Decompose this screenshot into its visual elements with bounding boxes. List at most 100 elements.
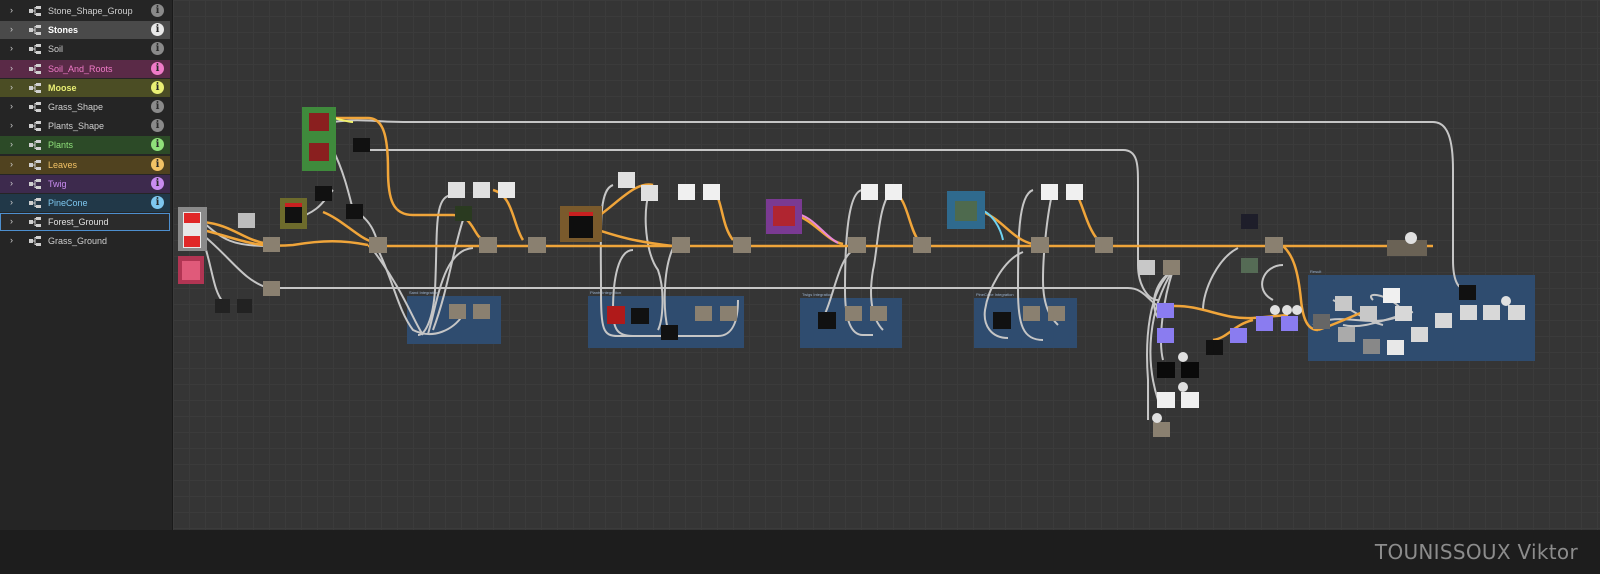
node-levels[interactable] <box>455 206 472 221</box>
node-blend[interactable] <box>1031 237 1049 253</box>
node-purple[interactable] <box>1157 303 1174 318</box>
node-mask[interactable] <box>1483 305 1500 320</box>
node-noise[interactable] <box>237 299 252 313</box>
node-leaves-input[interactable] <box>569 212 593 238</box>
output-port-icon[interactable] <box>1178 352 1188 362</box>
node-dark[interactable] <box>1459 285 1476 300</box>
node-dark[interactable] <box>1241 214 1258 229</box>
info-icon[interactable]: i <box>151 119 164 133</box>
node-mask[interactable] <box>861 184 878 200</box>
info-icon[interactable]: i <box>151 157 164 171</box>
frame-twigs-integration[interactable] <box>800 298 902 348</box>
node-mask[interactable] <box>618 172 635 188</box>
node-blend[interactable] <box>479 237 497 253</box>
node-blend[interactable] <box>369 237 387 253</box>
chevron-right-icon[interactable]: › <box>10 235 13 246</box>
output-port-icon[interactable] <box>1282 305 1292 315</box>
graph-item-forest-ground[interactable]: ›Forest_Ground <box>0 213 170 232</box>
node-blend[interactable] <box>1363 339 1380 354</box>
node-mask[interactable] <box>1411 327 1428 342</box>
node-mask[interactable] <box>1041 184 1058 200</box>
chevron-right-icon[interactable]: › <box>10 158 13 169</box>
node-blend[interactable] <box>913 237 931 253</box>
node-blend[interactable] <box>263 237 280 252</box>
node-purple[interactable] <box>1281 316 1298 331</box>
node-noise[interactable] <box>346 204 363 219</box>
node-mask[interactable] <box>703 184 720 200</box>
node-mask[interactable] <box>1181 392 1199 408</box>
node-blend[interactable] <box>528 237 546 253</box>
output-port-icon[interactable] <box>1405 232 1417 244</box>
chevron-right-icon[interactable]: › <box>10 81 13 92</box>
output-port-icon[interactable] <box>1152 413 1162 423</box>
node-noise[interactable] <box>315 186 332 201</box>
node-output[interactable] <box>1387 240 1427 256</box>
chevron-right-icon[interactable]: › <box>10 216 13 227</box>
node-purple[interactable] <box>1256 316 1273 331</box>
info-icon[interactable]: i <box>151 138 164 152</box>
info-icon[interactable]: i <box>151 196 164 209</box>
node-blend[interactable] <box>1095 237 1113 253</box>
node-blend[interactable] <box>1163 260 1180 275</box>
node-mask[interactable] <box>1508 305 1525 320</box>
node-blend[interactable] <box>1313 314 1330 329</box>
node-dark[interactable] <box>631 308 649 324</box>
node-purple[interactable] <box>1230 328 1247 343</box>
node-blend[interactable] <box>720 306 737 321</box>
chevron-right-icon[interactable]: › <box>10 139 13 150</box>
node-blend[interactable] <box>695 306 712 321</box>
info-icon[interactable]: i <box>151 4 164 17</box>
node-blend[interactable] <box>1265 237 1283 253</box>
node-blend[interactable] <box>733 237 751 253</box>
node-dark[interactable] <box>993 312 1011 329</box>
node-blend[interactable] <box>848 237 866 253</box>
frame-result[interactable] <box>1308 275 1535 361</box>
node-dark[interactable] <box>1181 362 1199 378</box>
node-blend[interactable] <box>1153 422 1170 437</box>
node-mask[interactable] <box>1157 392 1175 408</box>
node-mask[interactable] <box>885 184 902 200</box>
output-port-icon[interactable] <box>1178 382 1188 392</box>
node-blend[interactable] <box>1138 260 1155 275</box>
node-mask[interactable] <box>1360 306 1377 321</box>
node-dark[interactable] <box>1206 340 1223 355</box>
chevron-right-icon[interactable]: › <box>10 177 13 188</box>
node-dark[interactable] <box>1157 362 1175 378</box>
node-dark[interactable] <box>607 306 625 324</box>
chevron-right-icon[interactable]: › <box>10 43 13 54</box>
node-blend[interactable] <box>238 213 255 228</box>
node-blend[interactable] <box>1241 258 1258 273</box>
node-blend[interactable] <box>672 237 690 253</box>
node-mask[interactable] <box>498 182 515 198</box>
node-blend[interactable] <box>845 306 862 321</box>
info-icon[interactable]: i <box>151 80 164 94</box>
node-mask[interactable] <box>448 182 465 198</box>
node-mask[interactable] <box>1395 306 1412 321</box>
node-mask[interactable] <box>473 182 490 198</box>
frame-sand-integration[interactable] <box>407 296 501 344</box>
output-port-icon[interactable] <box>1501 296 1511 306</box>
info-icon[interactable]: i <box>151 176 164 190</box>
graph-item-grass-ground[interactable]: ›Grass_Ground <box>0 232 170 251</box>
node-blend[interactable] <box>1023 306 1040 321</box>
info-icon[interactable]: i <box>151 23 164 37</box>
chevron-right-icon[interactable]: › <box>10 24 13 35</box>
node-blend[interactable] <box>263 281 280 296</box>
chevron-right-icon[interactable]: › <box>10 101 13 111</box>
node-dark[interactable] <box>818 312 836 329</box>
info-icon[interactable]: i <box>151 42 164 56</box>
node-mask[interactable] <box>1335 296 1352 311</box>
node-blend[interactable] <box>870 306 887 321</box>
chevron-right-icon[interactable]: › <box>10 5 13 15</box>
